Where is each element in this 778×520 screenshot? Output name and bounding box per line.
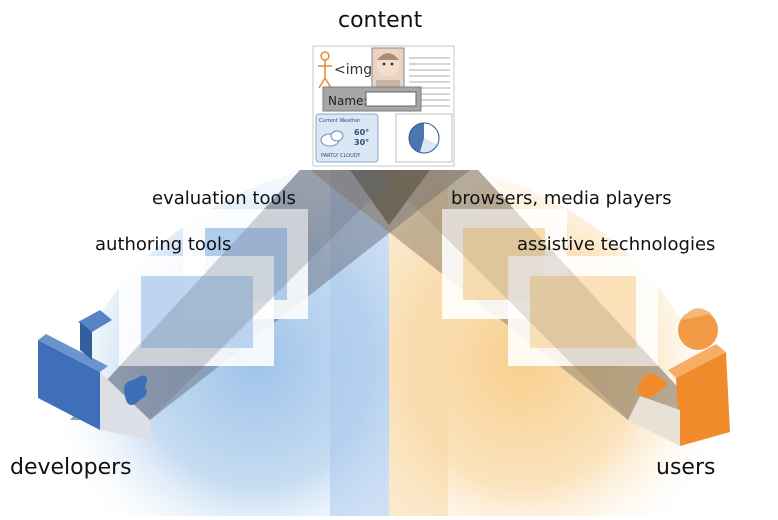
user-figure — [628, 308, 730, 446]
developer-monitor — [38, 340, 100, 430]
weather-temp-high: 60° — [354, 128, 369, 137]
img-tag-text: <img — [334, 62, 372, 78]
baby-photo — [371, 47, 405, 91]
name-form-field: Name: — [322, 86, 422, 112]
user-body — [676, 352, 730, 446]
content-label: content — [338, 8, 423, 33]
developer-seat-back — [78, 310, 112, 332]
pie-chart-icon — [395, 113, 453, 163]
assistive-technologies-label: assistive technologies — [517, 234, 716, 255]
authoring-tools-frame — [119, 256, 274, 366]
user-hand-icon — [636, 373, 667, 398]
developer-hand-icon — [124, 375, 147, 405]
weather-widget: Current Weather 60° 30° PARTLY CLOUDY — [315, 113, 379, 163]
evaluation-tools-label: evaluation tools — [152, 188, 296, 209]
assistive-technologies-frame — [508, 256, 658, 366]
authoring-tools-label: authoring tools — [95, 234, 232, 255]
users-label: users — [656, 455, 716, 480]
developers-label: developers — [10, 455, 132, 480]
figure-icon — [318, 51, 332, 89]
browsers-media-players-label: browsers, media players — [451, 188, 672, 209]
beam-intersection — [350, 170, 430, 225]
user-head — [678, 310, 718, 350]
weather-temp-low: 30° — [354, 138, 369, 147]
weather-condition: PARTLY CLOUDY — [321, 153, 361, 159]
developer-desk — [100, 372, 150, 440]
user-desk — [628, 396, 680, 446]
name-form-label: Name: — [328, 94, 367, 108]
developer-figure — [38, 310, 150, 440]
content-thumbnail: <img — [312, 45, 455, 167]
weather-title: Current Weather — [319, 118, 361, 124]
cloud-icon — [320, 130, 344, 147]
